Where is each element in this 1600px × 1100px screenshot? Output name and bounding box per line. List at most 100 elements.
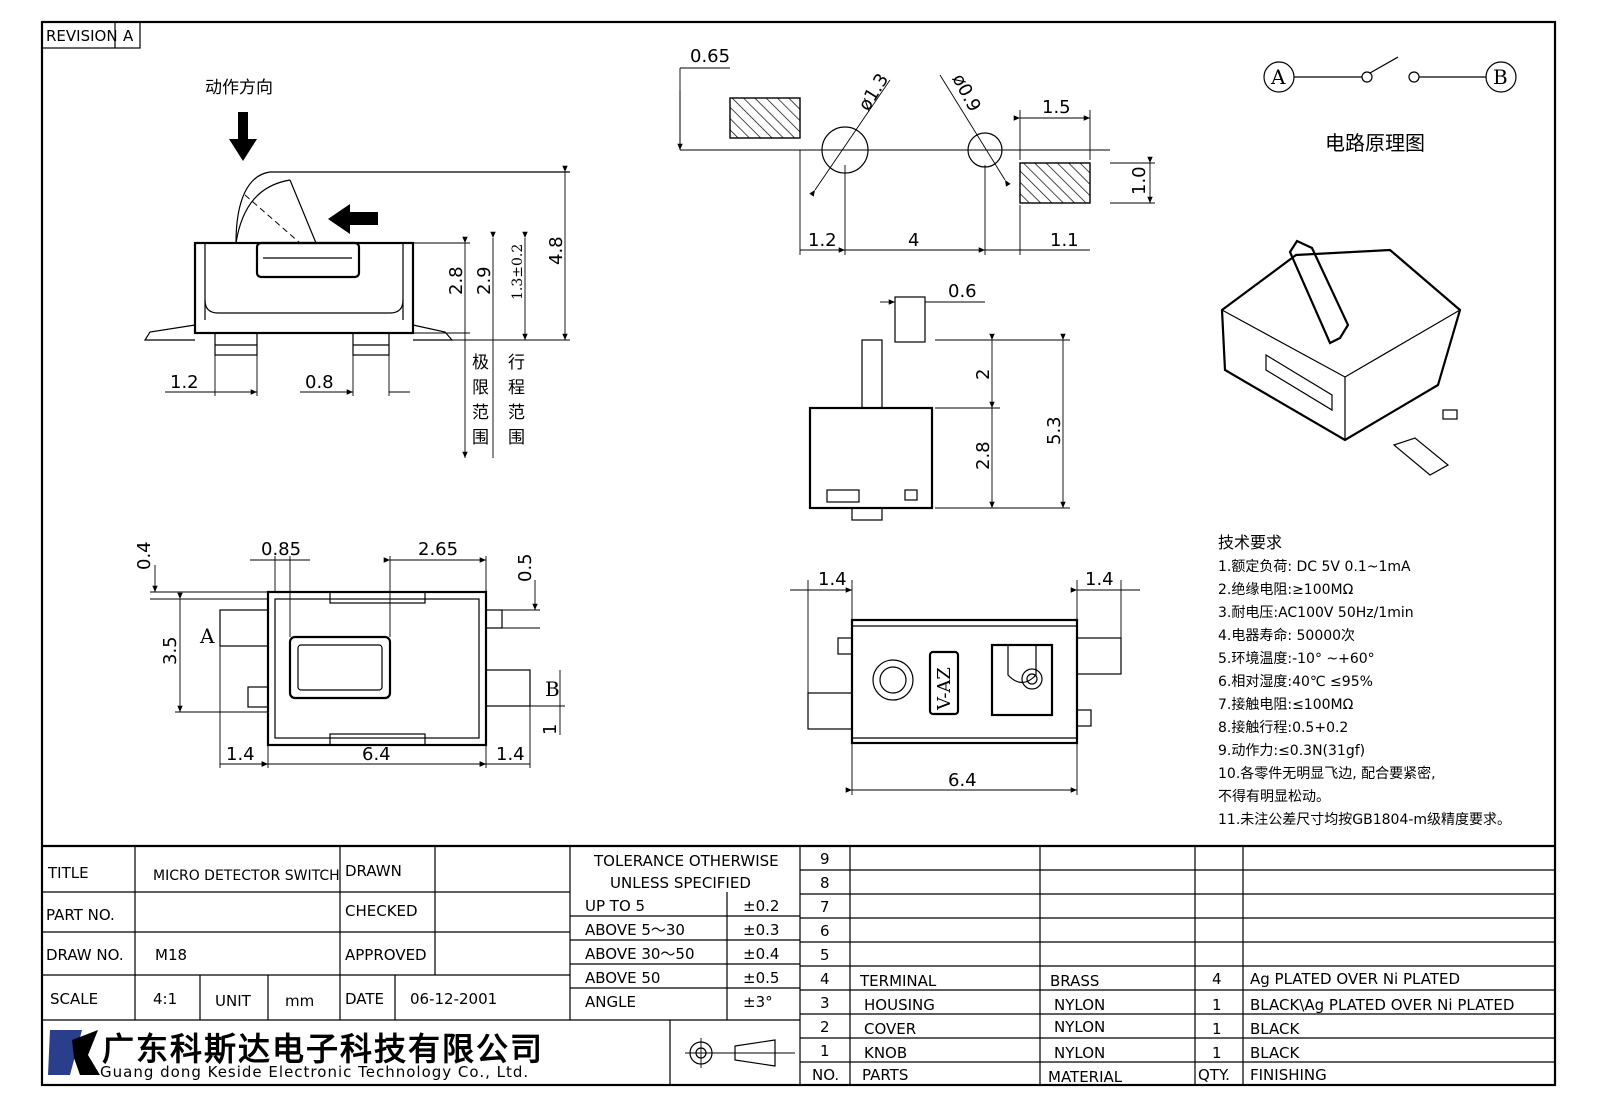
dim-side-5-3: 5.3 — [1044, 416, 1065, 445]
dim-top-1: 1 — [540, 724, 561, 735]
bom-row-4-finishing: Ag PLATED OVER Ni PLATED — [1250, 970, 1460, 988]
unit-value: mm — [285, 992, 314, 1010]
stroke-range-char-4: 围 — [508, 428, 525, 448]
bom-row-4-no: 4 — [820, 970, 830, 988]
tolerance-range-5: ANGLE — [585, 993, 636, 1011]
approved-label: APPROVED — [345, 946, 427, 964]
dim-side-0-6: 0.6 — [948, 281, 977, 302]
bom-row-3-no: 3 — [820, 994, 830, 1012]
bom-row-1-part: KNOB — [864, 1044, 907, 1062]
tolerance-title-2: UNLESS SPECIFIED — [610, 874, 751, 892]
dim-pcb-dia-0-9: ø0.9 — [948, 70, 985, 115]
dim-bottom-6-4: 6.4 — [948, 770, 977, 791]
drawn-label: DRAWN — [345, 862, 402, 880]
bom-row-4-qty: 4 — [1212, 970, 1222, 988]
bom-row-4-part: TERMINAL — [859, 972, 937, 990]
circuit-title: 电路原理图 — [1325, 131, 1425, 155]
circuit-terminal-b: B — [1493, 65, 1508, 89]
tech-title: 技术要求 — [1218, 533, 1282, 552]
bom-no-7: 7 — [820, 898, 830, 916]
bom-header-material: MATERIAL — [1048, 1068, 1123, 1086]
tech-item-2: 2.绝缘电阻:≥100MΩ — [1218, 582, 1354, 598]
bom-row-2-material: NYLON — [1054, 1018, 1105, 1036]
limit-range-char-2: 限 — [472, 378, 489, 398]
top-view-label-b: B — [545, 677, 560, 701]
dim-front-0-8: 0.8 — [305, 372, 334, 393]
bom-row-2-qty: 1 — [1212, 1020, 1222, 1038]
partno-label: PART NO. — [46, 906, 115, 924]
dim-top-0-5: 0.5 — [515, 553, 536, 582]
pcb-layout-view: 0.65 ø1.3 ø0.9 1.5 1.0 1.2 4 1.1 — [677, 46, 1155, 255]
circuit-diagram: A B 电路原理图 — [1263, 56, 1517, 155]
dim-front-4-8: 4.8 — [546, 236, 567, 265]
dim-pcb-0-65: 0.65 — [690, 46, 730, 67]
tolerance-range-3: ABOVE 30～50 — [585, 945, 695, 963]
dim-pcb-4: 4 — [908, 230, 919, 251]
tolerance-value-5: ±3° — [743, 993, 773, 1011]
dim-front-1-2: 1.2 — [170, 372, 199, 393]
side-view: 0.6 2 2.8 5.3 — [808, 281, 1070, 521]
bom-row-4-material: BRASS — [1050, 972, 1099, 990]
tech-requirements: 技术要求 1.额定负荷: DC 5V 0.1~1mA 2.绝缘电阻:≥100MΩ… — [1218, 533, 1511, 828]
revision-label: REVISION — [46, 27, 118, 45]
tolerance-title-1: TOLERANCE OTHERWISE — [593, 852, 779, 870]
projection-symbol-icon — [685, 1038, 795, 1068]
tech-item-10: 10.各零件无明显飞边, 配合要紧密, — [1218, 765, 1436, 782]
title-block: TITLE MICRO DETECTOR SWITCH PART NO. DRA… — [42, 844, 1555, 1086]
company-logo — [48, 1030, 100, 1075]
unit-label: UNIT — [215, 992, 252, 1010]
tolerance-value-3: ±0.4 — [743, 945, 779, 963]
dim-side-2-8: 2.8 — [973, 441, 994, 470]
top-view: A B 0.4 3.5 0.85 2.65 0.5 1 1.4 6.4 1.4 — [134, 539, 565, 768]
tolerance-value-1: ±0.2 — [743, 897, 779, 915]
drawno-label: DRAW NO. — [46, 946, 124, 964]
company-name-cn: 广东科斯达电子科技有限公司 — [102, 1030, 544, 1068]
bottom-view: V-AZ 1.4 1.4 6.4 — [790, 569, 1140, 795]
limit-range-char-3: 范 — [472, 403, 489, 423]
bom-no-8: 8 — [820, 874, 830, 892]
dim-top-1-4-right: 1.4 — [496, 744, 525, 765]
tech-item-6: 6.相对湿度:40℃ ≤95% — [1218, 674, 1373, 690]
action-direction-label: 动作方向 — [205, 78, 273, 98]
dim-pcb-1-5: 1.5 — [1042, 97, 1071, 118]
dim-top-1-4-left: 1.4 — [226, 744, 255, 765]
tech-item-4: 4.电器寿命: 50000次 — [1218, 627, 1355, 644]
dim-top-6-4: 6.4 — [362, 744, 391, 765]
tolerance-range-2: ABOVE 5～30 — [585, 921, 685, 939]
dim-pcb-1-1: 1.1 — [1050, 230, 1079, 251]
checked-label: CHECKED — [345, 902, 418, 920]
dim-pcb-dia-1-3: ø1.3 — [854, 70, 893, 115]
stroke-range-char-1: 行 — [508, 353, 525, 373]
revision-box: REVISION A — [41, 21, 141, 49]
bom-row-1-finishing: BLACK — [1250, 1044, 1300, 1062]
top-view-label-a: A — [199, 624, 215, 648]
tech-item-10b: 不得有明显松动。 — [1218, 788, 1330, 805]
tolerance-value-4: ±0.5 — [743, 969, 779, 987]
tolerance-value-2: ±0.3 — [743, 921, 779, 939]
limit-range-char-4: 围 — [472, 428, 489, 448]
company-name-en: Guang dong Keside Electronic Technology … — [100, 1063, 529, 1081]
revision-value: A — [123, 27, 134, 45]
bom-no-5: 5 — [820, 946, 830, 964]
scale-label: SCALE — [50, 990, 98, 1008]
dim-top-0-85: 0.85 — [261, 539, 301, 560]
dim-side-2: 2 — [973, 369, 994, 380]
tolerance-range-4: ABOVE 50 — [585, 969, 660, 987]
bom-row-2-no: 2 — [820, 1018, 830, 1036]
dim-top-0-4: 0.4 — [134, 541, 155, 570]
bom-row-1-qty: 1 — [1212, 1044, 1222, 1062]
bom-row-1-no: 1 — [820, 1042, 830, 1060]
bom-row-3-finishing: BLACK\Ag PLATED OVER Ni PLATED — [1250, 996, 1514, 1014]
tech-item-9: 9.动作力:≤0.3N(31gf) — [1218, 743, 1365, 759]
bom-header-parts: PARTS — [862, 1066, 908, 1084]
bom-no-6: 6 — [820, 922, 830, 940]
circuit-terminal-a: A — [1270, 65, 1286, 89]
dim-pcb-1-0: 1.0 — [1129, 166, 1150, 195]
tech-item-7: 7.接触电阻:≤100MΩ — [1218, 696, 1354, 713]
date-value: 06-12-2001 — [410, 990, 497, 1008]
tech-item-11: 11.未注公差尺寸均按GB1804-m级精度要求。 — [1218, 812, 1511, 828]
bom-no-9: 9 — [820, 850, 830, 868]
bom-row-1-material: NYLON — [1054, 1044, 1105, 1062]
bom-row-2-finishing: BLACK — [1250, 1020, 1300, 1038]
